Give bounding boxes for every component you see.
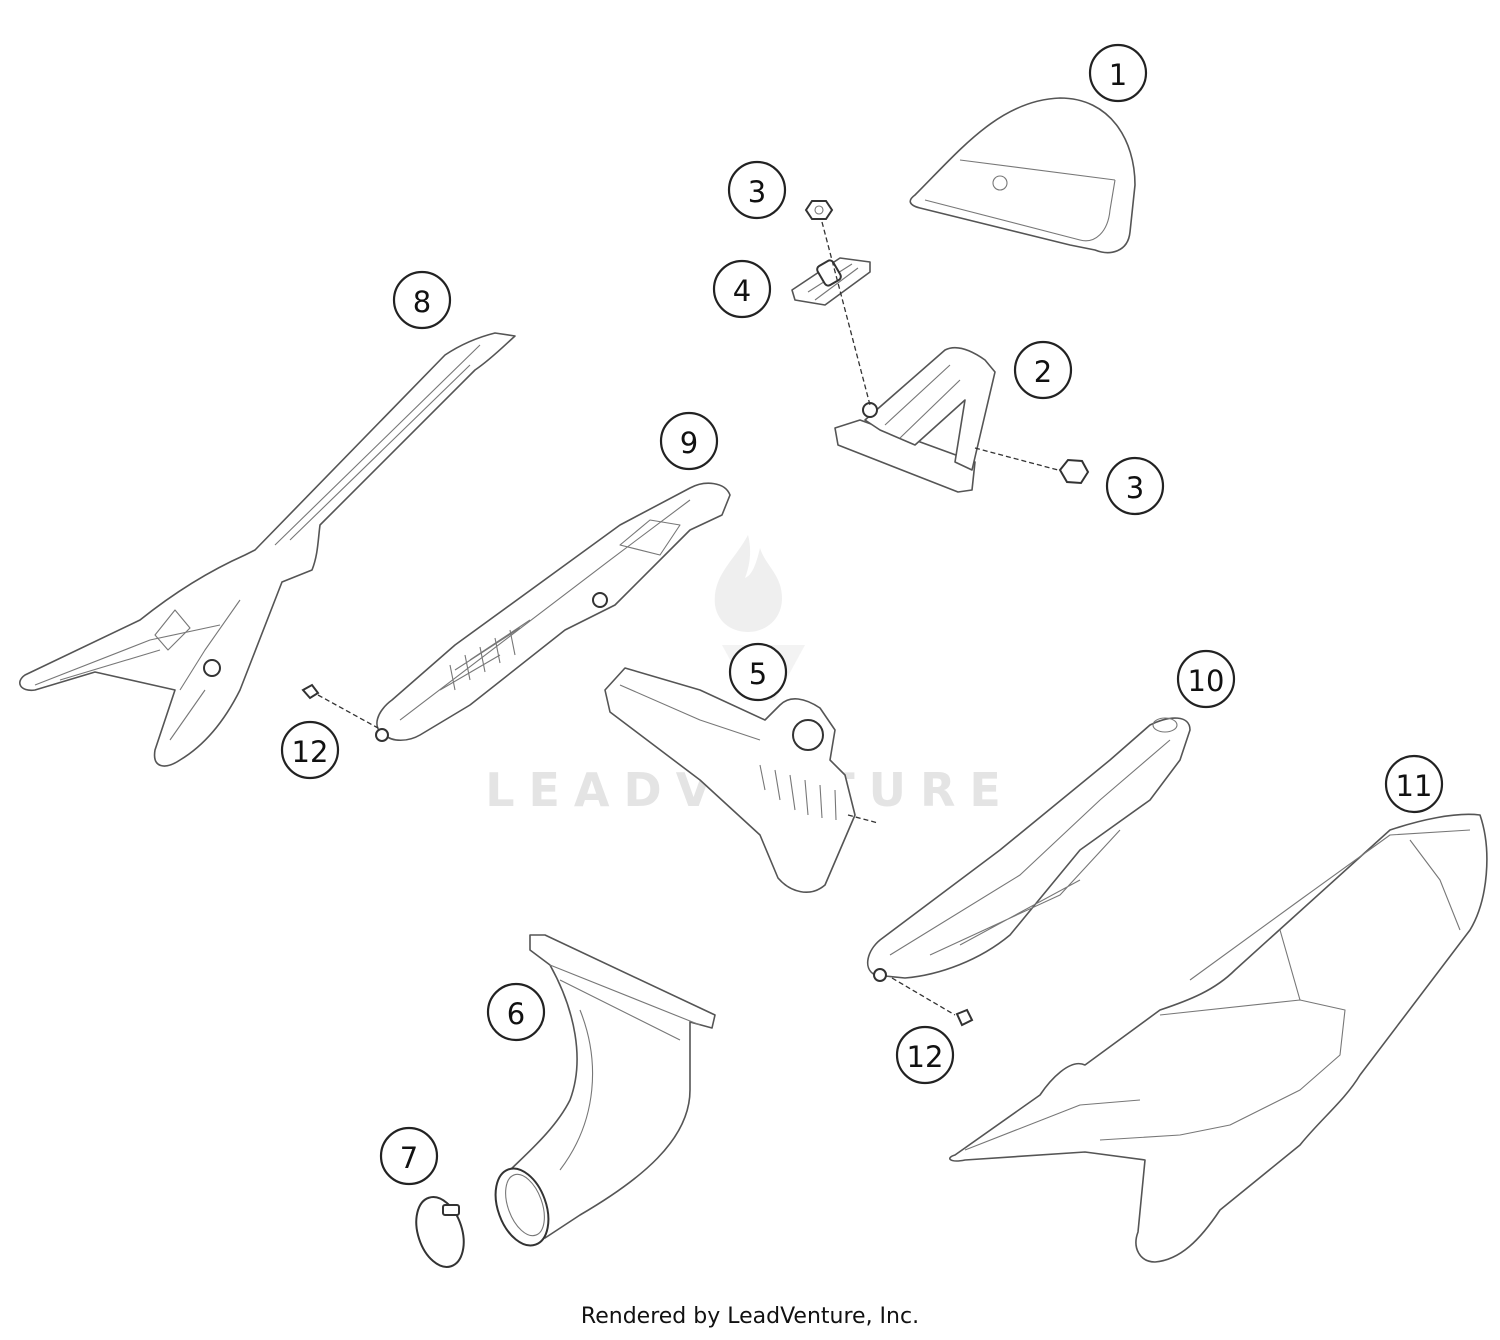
part-10-inner-panel — [866, 717, 1191, 982]
callout-10-label: 10 — [1188, 664, 1225, 698]
part-3-nut-right — [1058, 458, 1090, 485]
callout-1-label: 1 — [1109, 58, 1127, 92]
part-12-screw-left — [301, 683, 379, 729]
part-9-inner-panel — [375, 482, 731, 742]
callout-12-right: 12 — [895, 1025, 955, 1085]
part-6-intake-boot — [494, 934, 716, 1247]
part-1-cover — [909, 97, 1136, 254]
callout-3-top-label: 3 — [748, 175, 766, 209]
callout-12-left: 12 — [280, 720, 340, 780]
callout-8: 8 — [392, 270, 452, 330]
callout-4: 4 — [712, 259, 772, 319]
part-2-bracket — [834, 346, 996, 493]
callout-2-label: 2 — [1034, 355, 1052, 389]
callout-11: 11 — [1384, 754, 1444, 814]
callout-7-label: 7 — [400, 1141, 418, 1175]
part-8-side-panel — [19, 332, 516, 767]
callout-5: 5 — [728, 642, 788, 702]
callout-9: 9 — [659, 411, 719, 471]
callout-2: 2 — [1013, 340, 1073, 400]
part-5-air-filter-box — [604, 667, 879, 893]
callout-3-right: 3 — [1105, 456, 1165, 516]
part-4-clip — [791, 257, 871, 306]
callout-11-label: 11 — [1396, 769, 1433, 803]
part-3-nut-top — [804, 200, 834, 220]
callout-12-right-label: 12 — [907, 1040, 944, 1074]
callout-5-label: 5 — [749, 657, 767, 691]
footer-credit: Rendered by LeadVenture, Inc. — [580, 1304, 920, 1329]
callout-9-label: 9 — [680, 426, 698, 460]
callout-10: 10 — [1176, 649, 1236, 709]
callout-6-label: 6 — [507, 997, 525, 1031]
callout-12-left-label: 12 — [292, 735, 329, 769]
callout-3-right-label: 3 — [1126, 471, 1144, 505]
leader-2-to-3 — [974, 447, 1059, 471]
callout-8-label: 8 — [413, 285, 431, 319]
callout-4-label: 4 — [733, 274, 751, 308]
part-11-side-panel — [949, 813, 1488, 1263]
part-12-screw-right — [891, 977, 974, 1027]
callout-7: 7 — [379, 1126, 439, 1186]
callout-6: 6 — [486, 982, 546, 1042]
part-7-clamp — [415, 1196, 465, 1268]
leader-3-to-2 — [821, 221, 871, 406]
callout-3-top: 3 — [727, 160, 787, 220]
callout-1: 1 — [1088, 43, 1148, 103]
